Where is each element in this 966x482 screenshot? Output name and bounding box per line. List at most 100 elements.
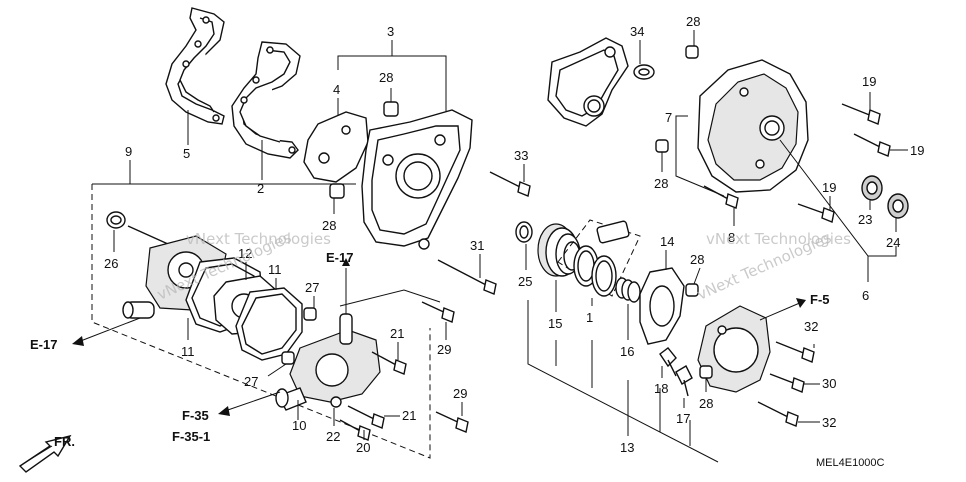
- callout-33: 33: [514, 148, 528, 163]
- callout-21a: 21: [390, 326, 404, 341]
- arrowhead-f5: [796, 298, 806, 308]
- ref-e17-left: E-17: [30, 337, 57, 352]
- callout-22: 22: [326, 429, 340, 444]
- dowel-27b: [281, 351, 295, 365]
- callout-28c: 28: [690, 252, 704, 267]
- cover-3: [361, 109, 473, 250]
- housing-34: [547, 37, 629, 127]
- bolt-21b: [347, 405, 400, 429]
- callout-18: 18: [654, 381, 668, 396]
- spring-16: [615, 277, 641, 303]
- callout-6: 6: [862, 288, 869, 303]
- callout-12: 12: [238, 246, 252, 261]
- callout-11a: 11: [181, 344, 195, 359]
- dowel-28d: [699, 365, 713, 379]
- ref-f5: F-5: [810, 292, 830, 307]
- dowel-28b: [329, 183, 345, 199]
- dowel-27a: [303, 307, 317, 321]
- washer-25: [515, 221, 533, 243]
- callout-17: 17: [676, 411, 690, 426]
- pump-cover-lower: [697, 305, 771, 393]
- bolt-33: [489, 171, 531, 197]
- callout-13: 13: [620, 440, 634, 455]
- dowel-28c: [685, 283, 699, 297]
- callout-32a: 32: [804, 319, 818, 334]
- bracket-pump: [339, 289, 441, 307]
- seal-kit-1: [557, 219, 641, 297]
- callout-25: 25: [518, 274, 532, 289]
- callout-21b: 21: [402, 408, 416, 423]
- callout-11b: 11: [268, 262, 282, 277]
- o-ring-26: [106, 211, 126, 229]
- callout-28b: 28: [322, 218, 336, 233]
- group-outline-9: [91, 184, 431, 459]
- gasket-5: [165, 7, 225, 125]
- callout-24: 24: [886, 235, 900, 250]
- gasket-14: [639, 267, 685, 345]
- callout-5: 5: [183, 146, 190, 161]
- bracket-6: [779, 139, 897, 257]
- callout-28f: 28: [654, 176, 668, 191]
- callout-31: 31: [470, 238, 484, 253]
- callout-19b: 19: [910, 143, 924, 158]
- callout-1: 1: [586, 310, 593, 325]
- dowel-28f: [655, 139, 669, 153]
- front-arrow: [18, 434, 72, 473]
- ref-f35: F-35: [182, 408, 209, 423]
- ref-e17-center: E-17: [326, 250, 353, 265]
- bolt-19b: [853, 133, 908, 157]
- callout-26: 26: [104, 256, 118, 271]
- callout-27a: 27: [305, 280, 319, 295]
- bolt-29a: [421, 301, 455, 323]
- fitting-17: [675, 365, 693, 397]
- gasket-2: [231, 41, 301, 159]
- plate-4: [303, 111, 369, 183]
- callout-7: 7: [665, 110, 672, 125]
- bolt-20: [339, 419, 371, 441]
- callout-15: 15: [548, 316, 562, 331]
- callout-14: 14: [660, 234, 674, 249]
- arrow-f5: [759, 301, 803, 321]
- dowel-28e: [685, 45, 699, 59]
- diagram-code: MEL4E1000C: [816, 457, 885, 469]
- seal-24: [887, 193, 909, 219]
- bolt-19c: [797, 203, 835, 223]
- arrowhead-e17-left: [72, 336, 84, 346]
- callout-29b: 29: [453, 386, 467, 401]
- group-outline-13: [527, 300, 719, 463]
- arrow-f35: [221, 391, 281, 413]
- callout-3: 3: [387, 24, 394, 39]
- bolt-21a: [371, 351, 407, 375]
- callout-8: 8: [728, 230, 735, 245]
- callout-28e: 28: [686, 14, 700, 29]
- bolt-8: [703, 185, 739, 209]
- bolt-19a: [841, 103, 881, 125]
- callout-19c: 19: [822, 180, 836, 195]
- bolt-30: [769, 373, 820, 393]
- callout-2: 2: [257, 181, 264, 196]
- callout-10: 10: [292, 418, 306, 433]
- bolt-31: [437, 259, 497, 295]
- bolt-29b: [435, 411, 469, 433]
- callout-19a: 19: [862, 74, 876, 89]
- washer-22: [330, 396, 342, 408]
- callout-23: 23: [858, 212, 872, 227]
- front-label: FR.: [54, 434, 75, 449]
- bracket-7: [675, 115, 725, 197]
- arrow-e17-left: [77, 317, 141, 343]
- watermark-right-2: vNext Technologies: [706, 230, 851, 248]
- callout-28a: 28: [379, 70, 393, 85]
- callout-9: 9: [125, 144, 132, 159]
- bolt-32a: [775, 341, 815, 363]
- dowel-28a: [383, 101, 399, 117]
- callout-29a: 29: [437, 342, 451, 357]
- callout-34: 34: [630, 24, 644, 39]
- bearing-23: [861, 175, 883, 201]
- callout-32b: 32: [822, 415, 836, 430]
- callout-16: 16: [620, 344, 634, 359]
- arrowhead-e17-center: [342, 258, 350, 266]
- watermark-left-2: vNext Technologies: [186, 230, 331, 248]
- cover-7: [697, 59, 809, 193]
- leader-27b: [267, 363, 287, 377]
